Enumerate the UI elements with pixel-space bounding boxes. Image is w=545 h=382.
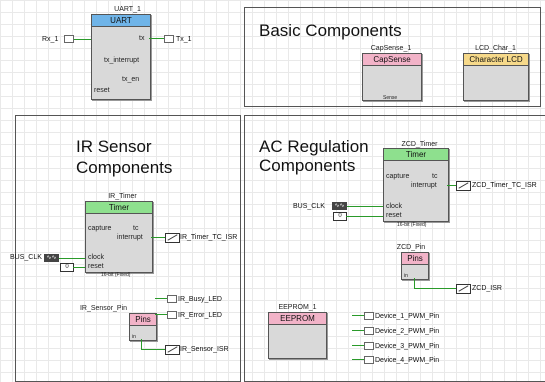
device-2-pwm-pin-label[interactable]: Device_2_PWM_Pin <box>375 328 440 335</box>
pwm-wire-3 <box>352 345 364 346</box>
ac-clock-source-icon: ∿∿ <box>332 202 347 210</box>
ir-zero-box[interactable]: 0 <box>60 263 74 272</box>
eeprom-instance-label: EEPROM_1 <box>278 304 317 311</box>
ir-led-wire-1 <box>155 298 167 299</box>
lcd-instance-label: LCD_Char_1 <box>475 45 516 52</box>
zcd-isr-label[interactable]: ZCD_ISR <box>472 285 502 292</box>
zcd-isr-wire-v <box>414 278 415 288</box>
ir-error-led-label[interactable]: IR_Error_LED <box>178 312 222 319</box>
ir-sensor-pin-io: in <box>132 334 136 340</box>
device-1-pwm-pin-label[interactable]: Device_1_PWM_Pin <box>375 313 440 320</box>
zcd-timer-isr-icon <box>456 181 471 191</box>
zcd-timer-isr-label[interactable]: ZCD_Timer_TC_ISR <box>472 182 537 189</box>
pwm-wire-1 <box>352 315 364 316</box>
device-3-pwm-pin-label[interactable]: Device_3_PWM_Pin <box>375 343 440 350</box>
lcd-header: Character LCD <box>464 54 528 66</box>
ir-timer-pin-reset: reset <box>88 263 104 270</box>
uart-instance-label: UART_1 <box>114 6 141 13</box>
ir-timer-pin-tc: tc <box>133 225 139 232</box>
zcd-timer-footer: 16-bit (Fixed) <box>397 222 427 228</box>
ir-timer-pin-capture: capture <box>88 225 112 232</box>
pwm-wire-2 <box>352 330 364 331</box>
ir-timer-header: Timer <box>86 202 152 214</box>
ir-clock-wire <box>59 258 85 259</box>
device-4-pwm-pin-label[interactable]: Device_4_PWM_Pin <box>375 357 440 364</box>
uart-rx-port-icon <box>64 35 74 43</box>
capsense-header: CapSense <box>363 54 421 66</box>
ir-timer-instance-label: IR_Timer <box>108 193 137 200</box>
capsense-component[interactable]: CapSense <box>362 53 422 101</box>
ir-sensor-pin-component[interactable]: Pins <box>129 313 157 341</box>
zcd-pin-instance-label: ZCD_Pin <box>396 244 426 251</box>
ir-sensor-isr-label[interactable]: IR_Sensor_ISR <box>180 346 229 353</box>
zcd-timer-pin-reset: reset <box>386 212 402 219</box>
ir-timer-pin-interrupt: interrupt <box>117 234 143 241</box>
ac-zero-wire <box>346 216 383 217</box>
ir-isr-icon <box>165 233 180 243</box>
ir-timer-pin-clock: clock <box>88 254 104 261</box>
ir-timer-component[interactable]: Timer <box>85 201 153 273</box>
ir-sensor-isr-icon <box>165 345 180 355</box>
lcd-component[interactable]: Character LCD <box>463 53 529 101</box>
ac-bus-clk-label[interactable]: BUS_CLK <box>293 203 325 210</box>
uart-pin-tx-en: tx_en <box>122 76 140 83</box>
ir-isr-label[interactable]: IR_Timer_TC_ISR <box>180 234 238 241</box>
zcd-timer-header: Timer <box>384 149 448 161</box>
ir-isr-wire <box>151 237 165 238</box>
ir-sensor-title-line2: Components <box>76 158 173 177</box>
pwm-icon-2 <box>364 327 374 335</box>
zcd-pin-component[interactable]: Pins <box>401 252 429 280</box>
zcd-timer-pin-clock: clock <box>386 203 402 210</box>
ir-sensor-isr-wire-v <box>141 339 142 349</box>
eeprom-component[interactable]: EEPROM <box>268 312 327 359</box>
ac-regulation-title-line2: Components <box>259 156 356 175</box>
pwm-icon-1 <box>364 312 374 320</box>
capsense-footer: Sense <box>383 95 398 101</box>
zcd-pin-io: in <box>404 273 408 279</box>
uart-tx-port-icon <box>164 35 174 43</box>
uart-pin-tx: tx <box>139 35 145 42</box>
zcd-timer-pin-interrupt: interrupt <box>411 182 437 189</box>
ir-timer-footer: 16-bit (Fixed) <box>101 272 131 278</box>
pwm-wire-4 <box>352 359 364 360</box>
ir-sensor-title-line1: IR Sensor <box>76 137 152 156</box>
pwm-icon-3 <box>364 342 374 350</box>
zcd-timer-isr-wire <box>447 185 456 186</box>
uart-header: UART <box>92 15 150 27</box>
ac-zero-box[interactable]: 0 <box>333 212 347 221</box>
zcd-isr-icon <box>456 284 471 294</box>
pwm-icon-4 <box>364 356 374 364</box>
uart-tx-port-label[interactable]: Tx_1 <box>176 36 192 43</box>
uart-pin-tx-interrupt: tx_interrupt <box>104 57 140 64</box>
uart-component[interactable]: UART <box>91 14 151 100</box>
ir-zero-wire <box>73 267 85 268</box>
ir-clock-source-icon: ∿∿ <box>44 254 59 262</box>
basic-components-panel <box>244 7 541 107</box>
zcd-timer-instance-label: ZCD_Timer <box>401 141 438 148</box>
ir-led-icon-1 <box>167 295 177 303</box>
ac-clock-wire <box>347 206 383 207</box>
zcd-pin-header: Pins <box>402 253 428 265</box>
zcd-isr-wire-h <box>414 288 456 289</box>
ac-regulation-title-line1: AC Regulation <box>259 137 369 156</box>
zcd-timer-component[interactable]: Timer <box>383 148 449 222</box>
zcd-timer-pin-tc: tc <box>432 173 438 180</box>
ir-sensor-pin-instance-label: IR_Sensor_Pin <box>79 305 128 312</box>
zcd-timer-pin-capture: capture <box>386 173 410 180</box>
ir-sensor-pin-header: Pins <box>130 314 156 326</box>
basic-components-title: Basic Components <box>259 21 402 40</box>
ir-busy-led-label[interactable]: IR_Busy_LED <box>178 296 222 303</box>
ir-bus-clk-label[interactable]: BUS_CLK <box>10 254 42 261</box>
ir-sensor-isr-wire-h <box>141 349 165 350</box>
capsense-instance-label: CapSense_1 <box>370 45 412 52</box>
ir-led-wire-2 <box>155 314 167 315</box>
uart-rx-wire <box>74 39 91 40</box>
uart-pin-reset: reset <box>94 87 110 94</box>
uart-tx-wire <box>149 38 164 39</box>
ir-led-icon-2 <box>167 311 177 319</box>
eeprom-header: EEPROM <box>269 313 326 325</box>
uart-rx-port-label[interactable]: Rx_1 <box>42 36 59 43</box>
